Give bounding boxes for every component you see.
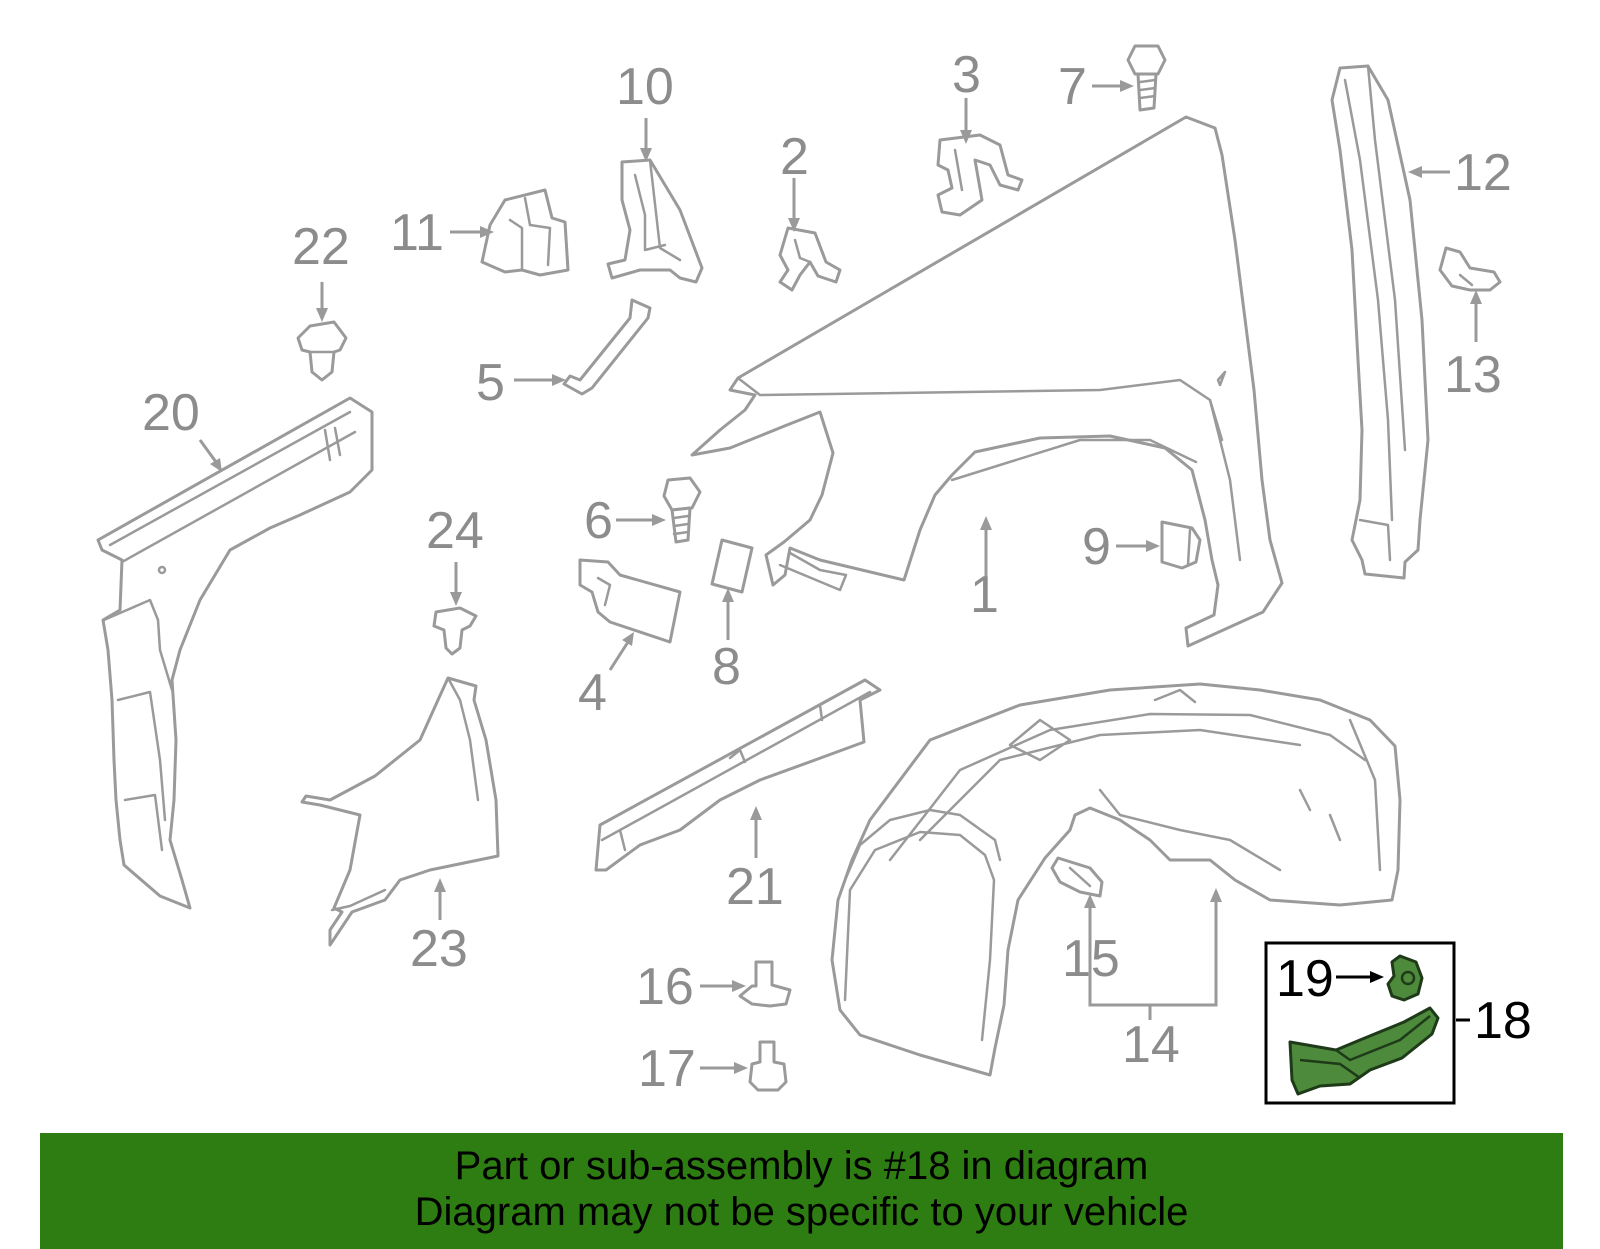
callout-16: 16 [636, 958, 694, 1016]
callout-7: 7 [1058, 58, 1087, 116]
push-pin-part-16[interactable] [738, 960, 792, 1008]
callout-6: 6 [584, 492, 613, 550]
bolt-part-17[interactable] [748, 1040, 788, 1092]
callout-8: 8 [712, 638, 741, 696]
callout-24: 24 [426, 502, 484, 560]
highlight-box-part-18[interactable] [1264, 941, 1470, 1105]
mud-flap-part-18[interactable] [1288, 1006, 1440, 1096]
callout-9: 9 [1082, 518, 1111, 576]
plug-part-9[interactable] [1160, 520, 1202, 570]
callout-14: 14 [1122, 1016, 1180, 1074]
clip-part-2[interactable] [778, 226, 842, 292]
callout-23: 23 [410, 920, 468, 978]
leader-arrows [198, 80, 1482, 1074]
nut-part-19[interactable] [1386, 954, 1424, 1002]
callout-18: 18 [1474, 992, 1532, 1050]
wheelhouse-liner-part-14[interactable] [830, 682, 1402, 1077]
push-pin-part-24[interactable] [432, 606, 478, 656]
push-clip-part-22[interactable] [296, 320, 348, 382]
callout-1: 1 [970, 566, 999, 624]
callout-5: 5 [476, 354, 505, 412]
clip-part-15[interactable] [1050, 856, 1104, 898]
callout-21: 21 [726, 858, 784, 916]
bracket-part-10[interactable] [606, 158, 704, 284]
callout-3: 3 [952, 46, 981, 104]
callout-19: 19 [1276, 950, 1334, 1008]
block-part-11[interactable] [480, 188, 570, 277]
inner-panel-part-20[interactable] [96, 396, 374, 910]
callout-2: 2 [780, 128, 809, 186]
banner-line-1: Part or sub-assembly is #18 in diagram [454, 1144, 1149, 1188]
splash-shield-part-23[interactable] [300, 676, 500, 947]
clip-part-13[interactable] [1438, 246, 1502, 292]
callout-4: 4 [578, 664, 607, 722]
callout-labels: 1 2 3 4 5 6 7 8 9 10 11 12 13 14 15 16 1… [142, 46, 1532, 1098]
info-banner: Part or sub-assembly is #18 in diagram D… [40, 1133, 1563, 1249]
callout-15: 15 [1062, 930, 1120, 988]
callout-17: 17 [638, 1040, 696, 1098]
callout-13: 13 [1444, 346, 1502, 404]
rail-part-21[interactable] [594, 678, 882, 872]
bracket-part-3[interactable] [936, 133, 1024, 217]
strip-part-5[interactable] [562, 298, 652, 396]
bolt-part-7[interactable] [1126, 44, 1167, 112]
callout-11: 11 [390, 204, 444, 262]
callout-20: 20 [142, 384, 200, 442]
seal-part-12[interactable] [1330, 64, 1430, 580]
callout-12: 12 [1454, 144, 1512, 202]
callout-22: 22 [292, 218, 350, 276]
bracket-part-4[interactable] [578, 558, 682, 644]
fender-part-1[interactable] [690, 115, 1284, 648]
bolt-part-6[interactable] [662, 476, 702, 544]
pad-part-8[interactable] [710, 538, 754, 594]
banner-line-2: Diagram may not be specific to your vehi… [414, 1190, 1189, 1234]
callout-10: 10 [616, 58, 674, 116]
